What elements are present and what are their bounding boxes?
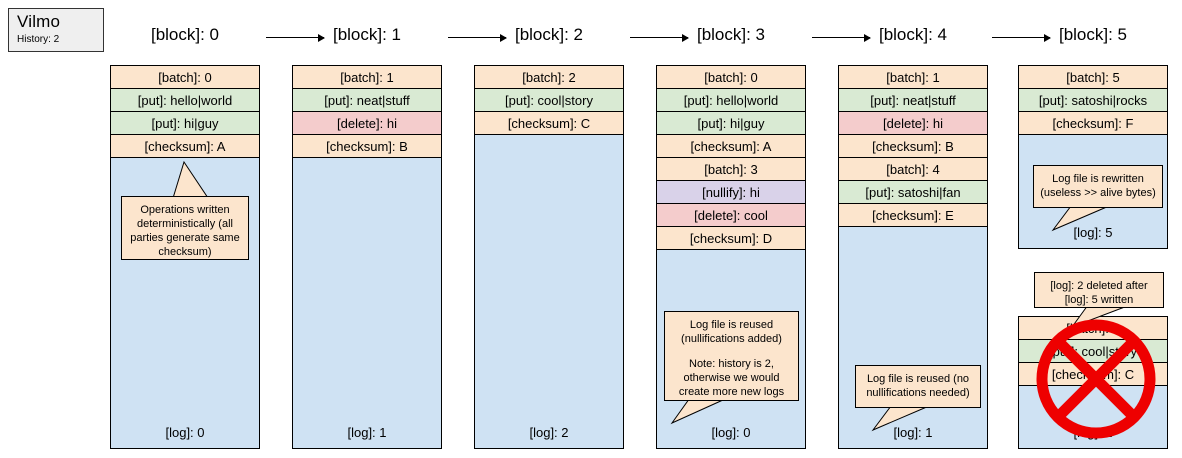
entry-row: [checksum]: C	[475, 112, 623, 135]
entry-row: [put]: neat|stuff	[839, 89, 987, 112]
callout-line: (nullifications added)	[681, 333, 782, 345]
entry-row: [delete]: hi	[839, 112, 987, 135]
entry-row: [nullify]: hi	[657, 181, 805, 204]
callout-line: Log file is rewritten	[1052, 173, 1144, 185]
arrow-1-to-2	[448, 34, 507, 42]
entry-row: [batch]: 0	[657, 66, 805, 89]
block-header-1: [block]: 1	[332, 25, 402, 44]
entry-row: [batch]: 2	[475, 66, 623, 89]
block-header-0: [block]: 0	[150, 25, 220, 44]
entry-row: [checksum]: F	[1019, 112, 1167, 135]
callout-line: nullifications needed)	[866, 387, 970, 399]
callout-line: Log file is reused (no	[866, 373, 970, 385]
entry-row: [checksum]: D	[657, 227, 805, 250]
log-file-label: [log]: 2	[529, 425, 569, 440]
callout-line: Operations written	[140, 204, 230, 216]
entry-row: [put]: hi|guy	[657, 112, 805, 135]
callout-line: otherwise we would	[683, 372, 780, 384]
block-header-2: [block]: 2	[514, 25, 584, 44]
block-header-3: [block]: 3	[696, 25, 766, 44]
entry-row: [put]: satoshi|fan	[839, 181, 987, 204]
log-column-2: [batch]: 2 [put]: cool|story [checksum]:…	[474, 65, 624, 449]
arrow-0-to-1	[266, 34, 325, 42]
entry-row: [put]: cool|story	[1019, 340, 1167, 363]
entry-row: [put]: cool|story	[475, 89, 623, 112]
callout-tail-deleted	[1070, 304, 1152, 329]
callout-line: (useless >> alive bytes)	[1040, 187, 1156, 199]
callout-reuse-nullify: Log file is reused (nullifications added…	[664, 311, 799, 401]
entry-row: [checksum]: B	[293, 135, 441, 158]
entry-row: [checksum]: E	[839, 204, 987, 227]
block-header-5: [block]: 5	[1058, 25, 1128, 44]
log-column-1: [batch]: 1 [put]: neat|stuff [delete]: h…	[292, 65, 442, 449]
callout-line: create more new logs	[678, 386, 785, 398]
log-column-5: [batch]: 5 [put]: satoshi|rocks [checksu…	[1018, 65, 1168, 249]
log-file-label: [log]: 1	[347, 425, 387, 440]
callout-reuse-plain: Log file is reused (no nullifications ne…	[855, 365, 981, 408]
callout-rewritten: Log file is rewritten (useless >> alive …	[1033, 165, 1163, 208]
entry-row: [batch]: 1	[839, 66, 987, 89]
callout-line: Log file is reused	[689, 319, 774, 331]
legend-history: History: 2	[17, 34, 60, 45]
log-file-label: [log]: 5	[1073, 225, 1113, 240]
callout-line: [log]: 2 deleted after	[1050, 280, 1148, 292]
entry-row: [checksum]: C	[1019, 363, 1167, 386]
callout-line: [log]: 5 written	[1064, 294, 1134, 306]
legend-title: Vilmo	[17, 12, 61, 31]
entry-row: [delete]: hi	[293, 112, 441, 135]
legend-box: Vilmo History: 2	[8, 8, 104, 52]
log-free-space: [log]: 2	[1019, 386, 1167, 448]
log-free-space: [log]: 1	[293, 158, 441, 448]
entry-row: [delete]: cool	[657, 204, 805, 227]
entry-row: [batch]: 5	[1019, 66, 1167, 89]
arrow-2-to-3	[630, 34, 689, 42]
callout-tail-rewritten	[1051, 205, 1133, 232]
log-file-label: [log]: 0	[711, 425, 751, 440]
entry-row: [batch]: 0	[111, 66, 259, 89]
entry-row: [checksum]: A	[111, 135, 259, 158]
log-free-space: [log]: 2	[475, 135, 623, 448]
log-file-label: [log]: 0	[165, 425, 205, 440]
entry-row: [put]: satoshi|rocks	[1019, 89, 1167, 112]
callout-tail-reuse-plain	[871, 405, 953, 432]
log-column-deleted: [batch]: 2 [put]: cool|story [checksum]:…	[1018, 316, 1168, 449]
entry-row: [put]: hello|world	[111, 89, 259, 112]
block-header-4: [block]: 4	[878, 25, 948, 44]
entry-row: [batch]: 1	[293, 66, 441, 89]
entry-row: [batch]: 3	[657, 158, 805, 181]
log-file-label: [log]: 1	[893, 425, 933, 440]
log-file-label: [log]: 2	[1073, 425, 1113, 440]
entry-row: [checksum]: A	[657, 135, 805, 158]
entry-row: [put]: neat|stuff	[293, 89, 441, 112]
arrow-3-to-4	[812, 34, 871, 42]
entry-row: [batch]: 4	[839, 158, 987, 181]
entry-row: [put]: hi|guy	[111, 112, 259, 135]
callout-line: Note: history is 2,	[689, 358, 774, 370]
arrow-4-to-5	[992, 34, 1051, 42]
callout-determinism: Operations written deterministically (al…	[121, 196, 249, 260]
callout-line: parties generate same	[130, 232, 240, 244]
callout-line: checksum)	[158, 246, 212, 258]
callout-deleted: [log]: 2 deleted after [log]: 5 written	[1034, 272, 1164, 308]
entry-row: [put]: hello|world	[657, 89, 805, 112]
callout-line: deterministically (all	[137, 218, 233, 230]
entry-row: [checksum]: B	[839, 135, 987, 158]
